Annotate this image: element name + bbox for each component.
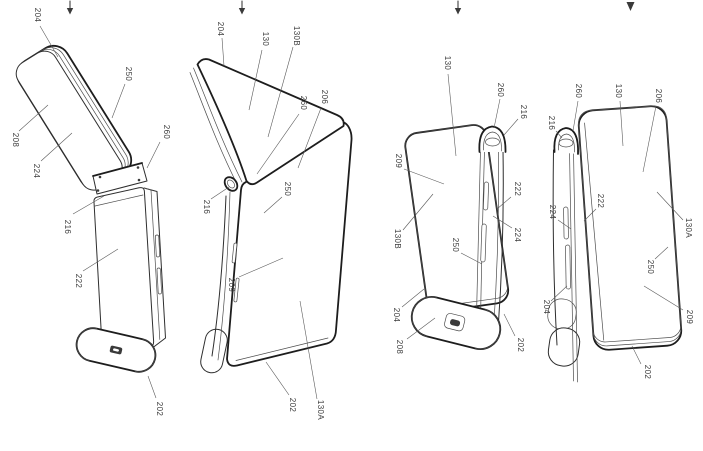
view3-ref-224: 224: [513, 227, 522, 243]
view3-ref-202: 202: [516, 337, 525, 353]
view3-ref-204: 204: [392, 307, 401, 323]
side-button: [154, 234, 161, 258]
view2-ref-216: 216: [202, 199, 211, 215]
view4-ref-204: 204: [542, 299, 551, 315]
camera-module: [410, 296, 502, 350]
view3-ref-260: 260: [496, 82, 505, 98]
side-button: [231, 242, 238, 264]
view2-ref-130A: 130A: [316, 399, 325, 421]
leader-lines-view-3: [401, 73, 519, 340]
device-view-2: [189, 58, 353, 374]
view2-ref-130B: 130B: [292, 25, 301, 47]
view4-ref-202: 202: [643, 364, 652, 380]
view1-ref-250: 250: [124, 66, 133, 82]
view1-ref-208: 208: [11, 132, 20, 148]
down-arrow-icon: [238, 0, 246, 15]
view3-ref-130: 130: [443, 55, 452, 71]
view2-ref-209: 209: [227, 277, 236, 293]
view1-ref-224: 224: [32, 163, 41, 179]
view4-ref-130A: 130A: [684, 217, 693, 239]
view4-ref-250: 250: [646, 259, 655, 275]
view2-ref-204: 204: [216, 21, 225, 37]
view4-ref-222: 222: [596, 193, 605, 209]
leader-lines-view-4: [550, 100, 684, 365]
view3-ref-222: 222: [513, 181, 522, 197]
down-arrow-icon: [454, 0, 462, 15]
hinge-cap: [478, 125, 507, 153]
view4-ref-209: 209: [685, 309, 694, 325]
view1-ref-202: 202: [155, 401, 164, 417]
view4-ref-260: 260: [574, 83, 583, 99]
view1-ref-216: 216: [63, 219, 72, 235]
view2-ref-206: 206: [320, 89, 329, 105]
view3-ref-216: 216: [519, 104, 528, 120]
camera-module: [75, 327, 157, 373]
view1-ref-222: 222: [74, 273, 83, 289]
view3-ref-250: 250: [451, 237, 460, 253]
view1-ref-260: 260: [162, 124, 171, 140]
device-view-4: [547, 105, 683, 383]
view3-ref-130B: 130B: [393, 228, 402, 250]
view3-ref-209: 209: [394, 153, 403, 169]
side-button: [233, 277, 240, 303]
side-button: [483, 181, 489, 211]
view4-ref-206: 206: [654, 88, 663, 104]
device-view-3: [404, 124, 510, 350]
device-view-1: [15, 44, 166, 373]
view2-ref-260: 260: [299, 95, 308, 111]
down-arrow-icon: [66, 0, 74, 15]
view2-ref-202: 202: [288, 397, 297, 413]
side-button: [565, 244, 571, 290]
view4-ref-216: 216: [547, 115, 556, 131]
leader-lines-view-2: [210, 37, 322, 400]
view3-ref-208: 208: [395, 339, 404, 355]
view4-ref-224: 224: [548, 204, 557, 220]
hinge-cap: [553, 127, 579, 155]
side-button: [563, 206, 569, 240]
view4-ref-130: 130: [614, 83, 623, 99]
view1-ref-204: 204: [33, 7, 42, 23]
leader-lines-view-1: [18, 25, 161, 399]
side-button: [156, 267, 162, 295]
view2-ref-130: 130: [261, 31, 270, 47]
side-button: [480, 223, 487, 263]
view2-ref-250: 250: [283, 181, 292, 197]
down-arrow-icon: [626, 2, 635, 11]
